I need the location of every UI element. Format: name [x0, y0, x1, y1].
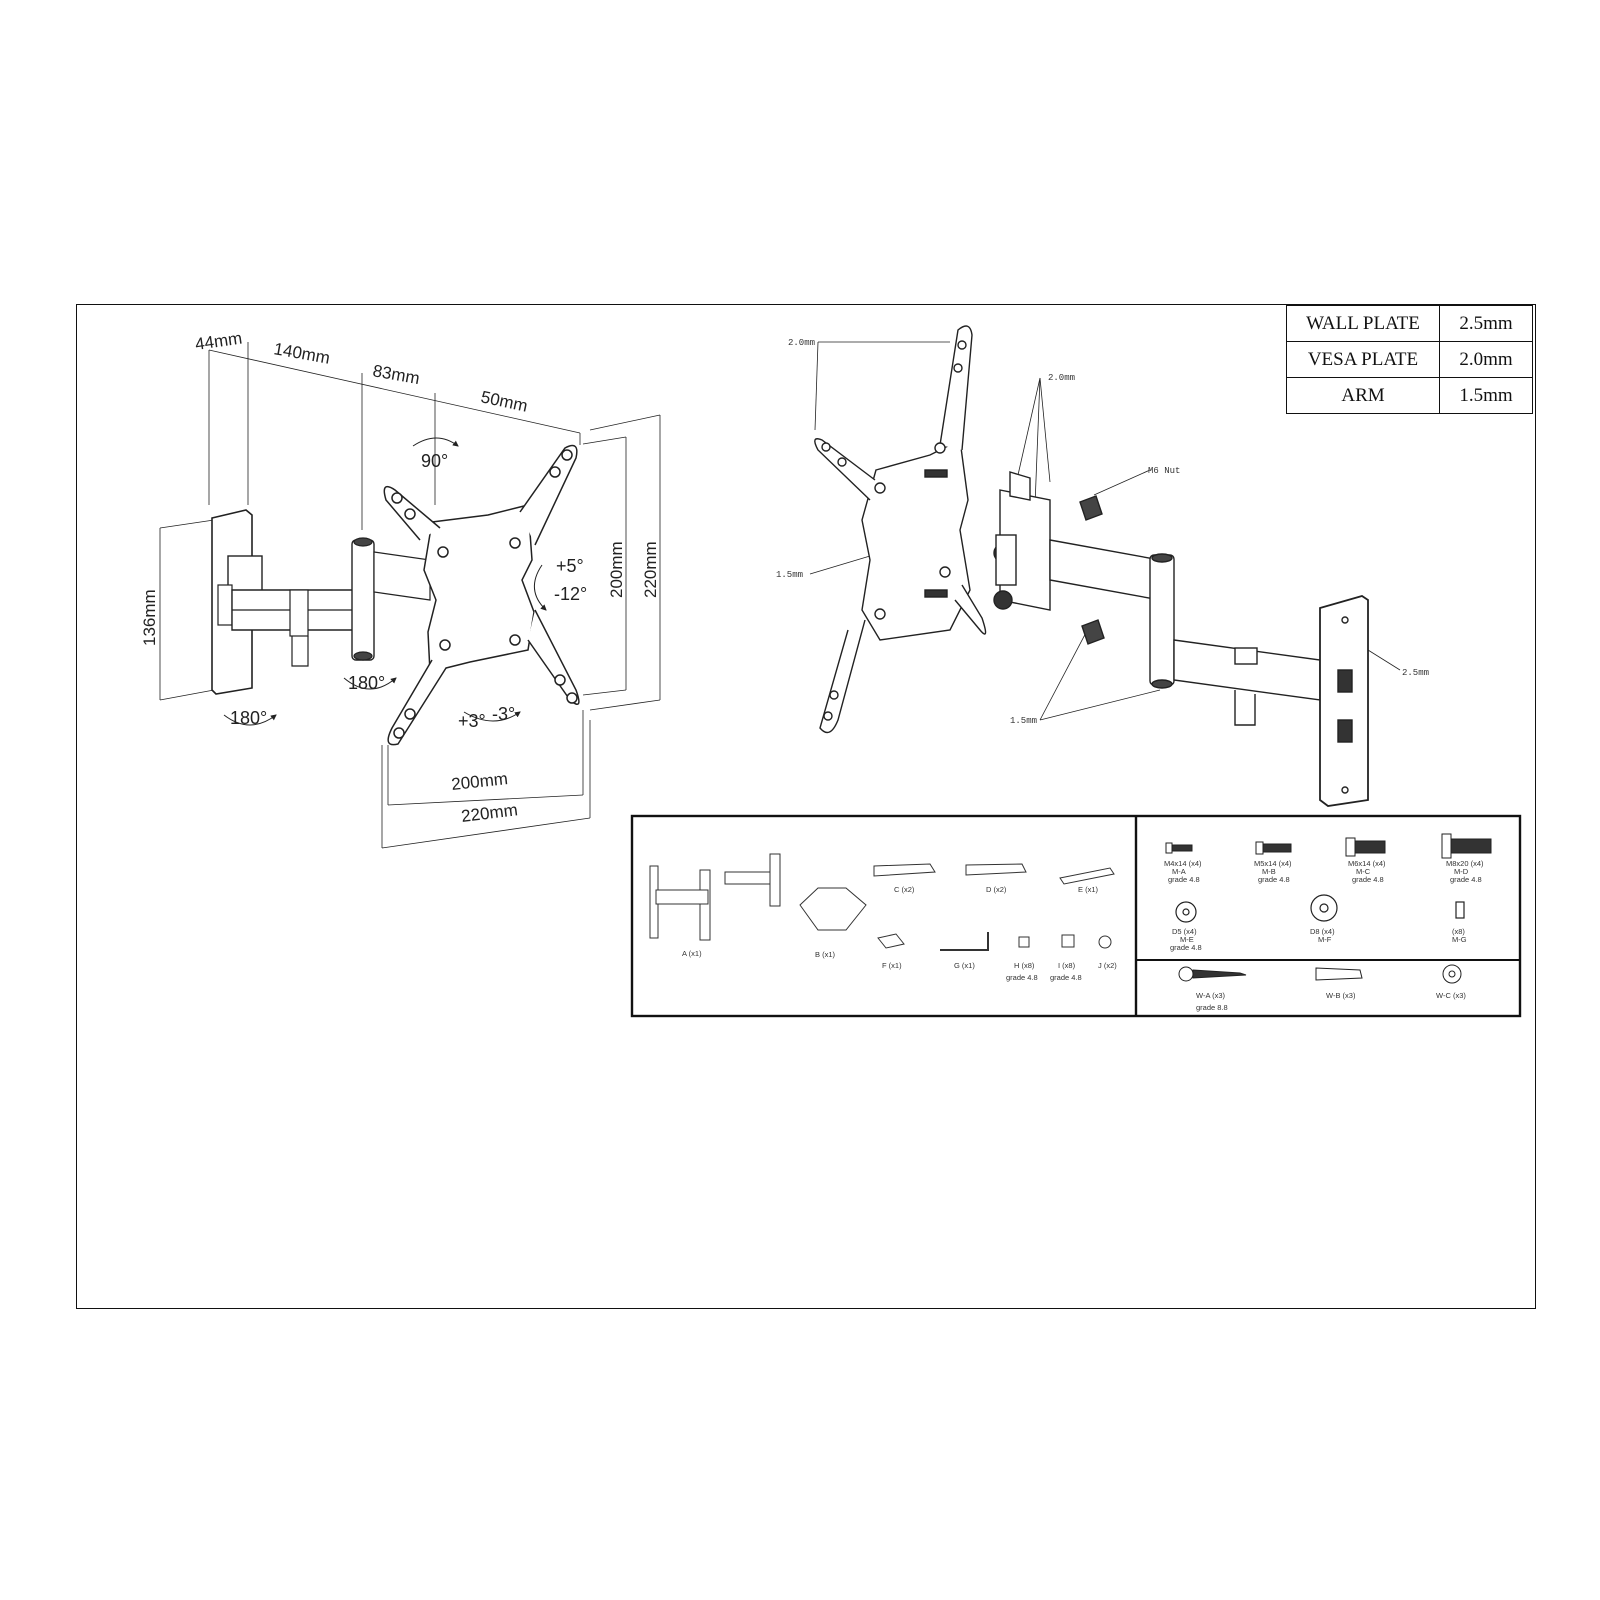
dimension-view	[159, 342, 661, 849]
part-f-icon	[877, 933, 905, 949]
table-row: WALL PLATE 2.5mm	[1286, 305, 1533, 342]
callout-bracket-thickness: 2.0mm	[1048, 373, 1075, 383]
swivel-arm-label: 180°	[348, 673, 385, 693]
washer-m-e-icon	[1175, 901, 1197, 923]
wall-hw-qty: W-B (x3)	[1326, 991, 1356, 1000]
dim-220-vertical: 220mm	[641, 541, 660, 598]
part-label-i: I (x8)	[1058, 961, 1076, 970]
tilt-down-label: -12°	[554, 584, 587, 604]
screw-grade: grade 4.8	[1258, 875, 1290, 884]
part-j-icon	[1098, 935, 1112, 949]
part-label-c: C (x2)	[894, 885, 915, 894]
wood-screw-icon	[1178, 966, 1247, 982]
drawing-frame	[76, 304, 1536, 1309]
part-label-e: E (x1)	[1078, 885, 1099, 894]
dim-200-horizontal: 200mm	[450, 769, 508, 794]
vesa-plate	[383, 444, 580, 746]
wall-hardware-labels: W-A (x3) grade 8.8 W-B (x3) W-C (x3)	[1196, 991, 1466, 1012]
swivel-wall-label: 180°	[230, 708, 267, 728]
washer-qty: D8 (x4)	[1310, 927, 1335, 936]
part-label-f: F (x1)	[882, 961, 902, 970]
washer-grade: grade 4.8	[1170, 943, 1202, 952]
arm	[231, 537, 431, 667]
spacer-m-g-icon	[1455, 901, 1465, 919]
dim-220-horizontal: 220mm	[460, 800, 519, 826]
screw-code: M-B	[1262, 867, 1276, 876]
callout-arm-thickness: 1.5mm	[1010, 716, 1037, 726]
callout-vesa-arm-thickness: 1.5mm	[776, 570, 803, 580]
level-minus-label: -3°	[492, 704, 515, 724]
table-cell-value: 2.0mm	[1439, 341, 1533, 378]
wall-plate-exploded	[1319, 595, 1369, 807]
part-i-icon	[1061, 934, 1075, 948]
washer-m-f-icon	[1310, 894, 1338, 922]
washer-w-c-icon	[1442, 964, 1462, 984]
washer-code: M-F	[1318, 935, 1332, 944]
parts-box	[630, 814, 1522, 1018]
arm-exploded	[993, 471, 1321, 726]
screw-qty: M6x14 (x4)	[1348, 859, 1386, 868]
part-label-h-grade: grade 4.8	[1006, 973, 1038, 982]
dim-140: 140mm	[272, 339, 331, 368]
part-a-icon	[649, 853, 781, 941]
callout-vesa-thickness: 2.0mm	[788, 338, 815, 348]
washer-qty: (x8)	[1452, 927, 1465, 936]
screw-qty: M4x14 (x4)	[1164, 859, 1202, 868]
screw-grade: grade 4.8	[1168, 875, 1200, 884]
wall-hw-grade: grade 8.8	[1196, 1003, 1228, 1012]
dim-44: 44mm	[194, 329, 243, 354]
wall-hw-qty: W-A (x3)	[1196, 991, 1226, 1000]
washer-code: M-G	[1452, 935, 1467, 944]
part-g-icon	[940, 932, 989, 951]
part-label-d: D (x2)	[986, 885, 1007, 894]
screw-code: M-C	[1356, 867, 1371, 876]
washer-labels: D5 (x4) M-E grade 4.8 D8 (x4) M-F (x8) M…	[1170, 927, 1467, 952]
dim-136: 136mm	[140, 589, 159, 646]
screw-m-c-icon	[1345, 837, 1386, 857]
callout-m6-nut: M6 Nut	[1148, 466, 1180, 476]
screw-m-a-icon	[1165, 842, 1193, 854]
part-label-a: A (x1)	[682, 949, 702, 958]
screw-code: M-A	[1172, 867, 1186, 876]
dim-83: 83mm	[371, 361, 421, 388]
screw-qty: M5x14 (x4)	[1254, 859, 1292, 868]
callout-wall-plate-thickness: 2.5mm	[1402, 668, 1429, 678]
part-c-icon	[873, 863, 936, 877]
screw-qty: M8x20 (x4)	[1446, 859, 1484, 868]
washer-code: M-E	[1180, 935, 1194, 944]
part-labels: A (x1) B (x1) C (x2) D (x2) E (x1) F (x1…	[682, 885, 1117, 982]
tilt-up-label: +5°	[556, 556, 584, 576]
part-label-h: H (x8)	[1014, 961, 1035, 970]
dim-200-vertical: 200mm	[607, 541, 626, 598]
thickness-table: WALL PLATE 2.5mm VESA PLATE 2.0mm ARM 1.…	[1286, 305, 1533, 414]
screw-m-d-icon	[1441, 833, 1492, 859]
table-row: VESA PLATE 2.0mm	[1286, 341, 1533, 378]
dim-50: 50mm	[479, 387, 529, 415]
wall-hw-qty: W-C (x3)	[1436, 991, 1466, 1000]
screw-code: M-D	[1454, 867, 1469, 876]
screw-grade: grade 4.8	[1450, 875, 1482, 884]
level-plus-label: +3°	[458, 711, 486, 731]
table-cell-value: 2.5mm	[1439, 305, 1533, 342]
part-label-g: G (x1)	[954, 961, 975, 970]
washer-qty: D5 (x4)	[1172, 927, 1197, 936]
table-cell-value: 1.5mm	[1439, 377, 1533, 414]
screw-m-b-icon	[1255, 841, 1292, 855]
part-label-i-grade: grade 4.8	[1050, 973, 1082, 982]
rotation-90-label: 90°	[421, 451, 448, 471]
part-b-icon	[799, 887, 867, 931]
vesa-plate-exploded	[814, 325, 987, 734]
exploded-view	[809, 325, 1401, 807]
screw-labels: M4x14 (x4) M-A grade 4.8 M5x14 (x4) M-B …	[1164, 859, 1484, 884]
table-row: ARM 1.5mm	[1286, 377, 1533, 414]
part-d-icon	[965, 863, 1027, 876]
part-h-icon	[1018, 936, 1030, 948]
wall-anchor-icon	[1315, 967, 1363, 981]
screw-grade: grade 4.8	[1352, 875, 1384, 884]
table-cell-part: ARM	[1286, 377, 1440, 414]
part-e-icon	[1059, 867, 1115, 885]
part-label-j: J (x2)	[1098, 961, 1117, 970]
part-label-b: B (x1)	[815, 950, 836, 959]
